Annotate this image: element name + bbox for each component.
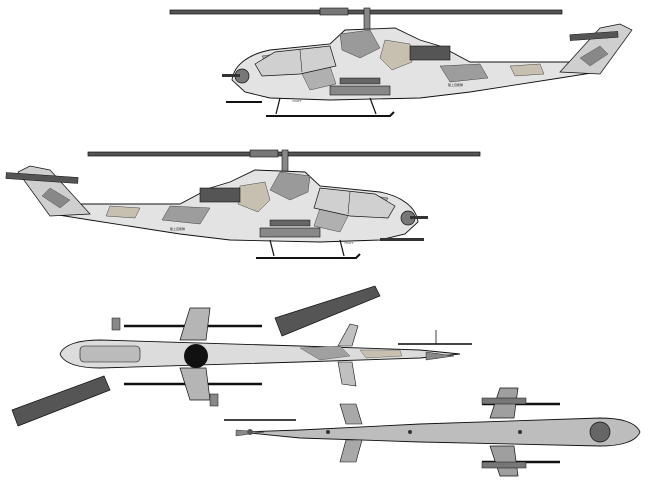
service-marking: 陸上自衛隊 [170,226,185,231]
main-rotor [169,7,563,31]
fuselage [239,417,641,447]
tail-rotor [5,172,79,184]
serial-number: 73477 [292,99,302,103]
top-view [11,285,472,427]
service-marking: 陸上自衛隊 [448,82,463,87]
stub-wing [179,307,211,341]
horizontal-stabilizer [337,361,357,387]
canopy [313,187,396,219]
chin-turret [589,421,611,443]
weapon-pod [329,85,391,96]
canopy [254,45,337,77]
main-rotor-blade [274,285,381,337]
horizontal-stabilizer [339,403,363,425]
bottom-view [224,387,641,477]
side-view-left: 73477 陸上自衛隊 [5,149,481,259]
horizontal-stabilizer [337,323,359,347]
landing-skids [256,239,361,259]
side-view-right: 73477 陸上自衛隊 [169,7,633,117]
rotor-hub [184,344,208,368]
fuselage [59,339,461,369]
serial-number: 73477 [344,241,354,245]
weapon-pod [259,227,321,238]
main-rotor-blade [11,375,111,427]
horizontal-stabilizer [339,439,363,463]
tail-rotor [569,31,619,41]
main-rotor [87,149,481,173]
landing-skids [226,97,395,117]
